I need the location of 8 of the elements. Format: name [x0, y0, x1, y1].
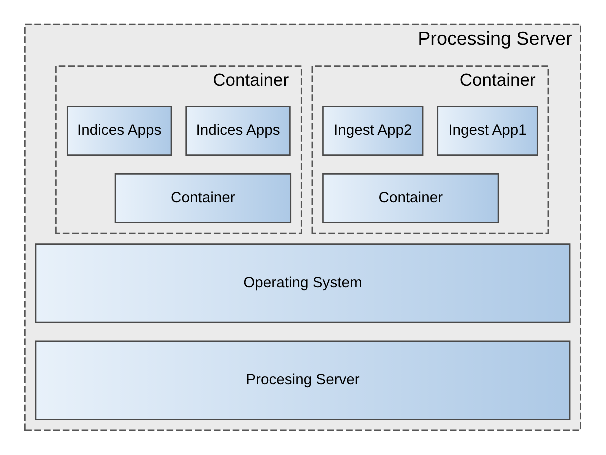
node-box: Indices Apps [67, 106, 172, 156]
node-box: Ingest App1 [437, 106, 538, 156]
node-box: Ingest App2 [322, 106, 424, 156]
node-box: Procesing Server [35, 340, 571, 420]
node-box: Container [322, 174, 500, 224]
node-box: Indices Apps [186, 106, 291, 156]
node-box: Operating System [35, 244, 571, 324]
node-box: Container [114, 174, 292, 224]
